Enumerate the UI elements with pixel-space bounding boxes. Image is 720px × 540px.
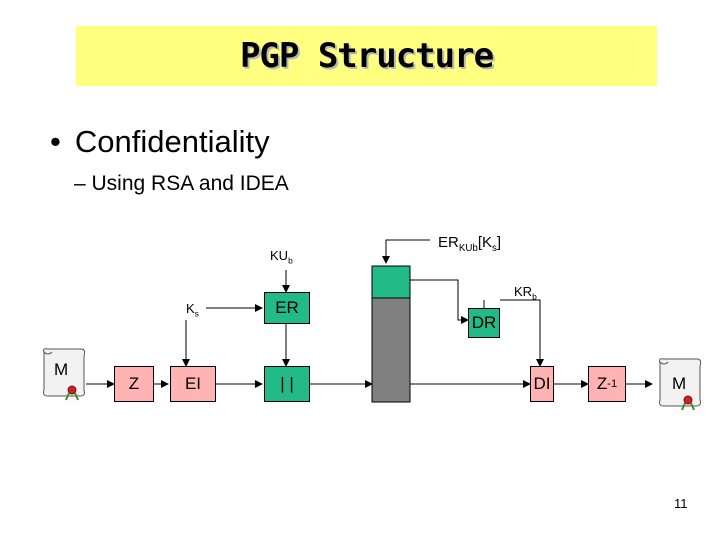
bundle-key-part (371, 265, 411, 299)
label-ks: Ks (186, 301, 199, 319)
label-er-kub-ks: ERKUb[Ks] (438, 234, 502, 254)
arrow-bundle-to-dr (410, 279, 469, 324)
arrow-erkub-to-bundle (382, 239, 430, 264)
concat-box: | | (264, 366, 310, 402)
idea-encrypt-box: EI (170, 366, 216, 402)
bullet-confidentiality: • Confidentiality (50, 124, 270, 160)
rsa-decrypt-box: DR (468, 308, 500, 338)
decompress-exponent: -1 (607, 378, 618, 390)
message-scroll-icon-right (659, 358, 702, 411)
sub-bullet-rsa-idea: – Using RSA and IDEA (74, 172, 289, 195)
decompress-box: Z-1 (588, 366, 626, 402)
message-scroll-icon-left (43, 348, 86, 401)
message-letter-left: M (54, 360, 69, 379)
page-number: 11 (674, 496, 688, 511)
compress-box: Z (114, 366, 154, 402)
message-letter-right: M (672, 374, 687, 393)
idea-decrypt-box: DI (530, 366, 554, 402)
arrow-dr-to-di (500, 299, 544, 367)
title-banner: PGP Structure (76, 26, 657, 86)
bullet-marker: • (50, 124, 61, 159)
label-kub: KUb (270, 248, 293, 266)
decompress-label: Z (596, 374, 608, 393)
page-title: PGP Structure (239, 36, 494, 76)
rsa-encrypt-box: ER (264, 292, 310, 324)
bundle-message-part (371, 297, 411, 403)
bullet-text: Confidentiality (74, 124, 270, 159)
label-krb: KRb (514, 284, 537, 302)
